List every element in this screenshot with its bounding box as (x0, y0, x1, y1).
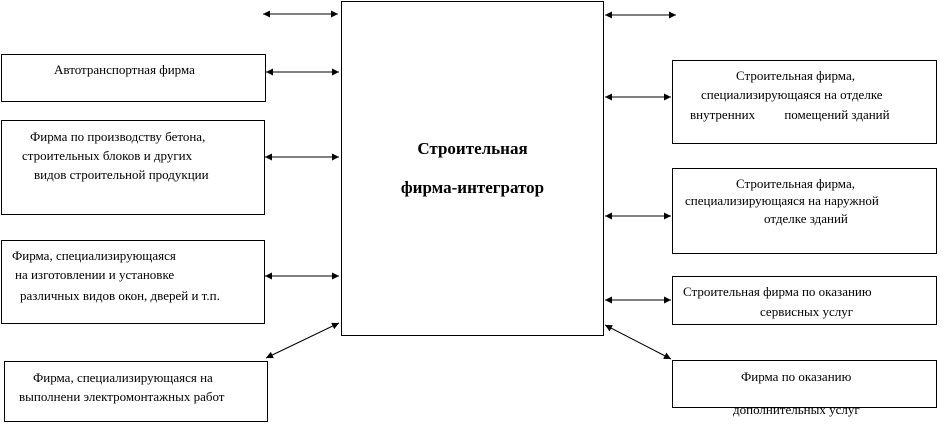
box-line: сервисных услуг (760, 304, 854, 319)
box-line: Строительная фирма, (736, 68, 855, 83)
box-additional-services-firm: Фирма по оказанию дополнительных услуг (672, 360, 937, 417)
box-line: специализирующаяся на отделке (701, 87, 883, 102)
box-concrete-firm: Фирма по производству бетона, строительн… (1, 120, 265, 215)
box-service-firm: Строительная фирма по оказанию сервисных… (672, 276, 937, 325)
box-line: Фирма, специализирующаяся (12, 248, 176, 263)
box-line: Фирма по оказанию (741, 369, 852, 384)
box-line: видов строительной продукции (34, 167, 209, 182)
box-line: Строительная фирма, (736, 176, 855, 191)
box-windows-doors-firm: Фирма, специализирующаяся на изготовлени… (1, 240, 265, 324)
box-transport-firm: Автотранспортная фирма (1, 54, 266, 102)
center-title-line1: Строительная (417, 139, 528, 158)
box-line: Фирма, специализирующаяся на (33, 370, 213, 385)
box-line: Автотранспортная фирма (54, 62, 195, 77)
box-line: отделке зданий (764, 211, 848, 226)
box-interior-finishing-firm: Строительная фирма, специализирующаяся н… (672, 60, 937, 144)
box-line: строительных блоков и других (22, 148, 193, 163)
box-line: Фирма по производству бетона, (30, 129, 206, 144)
arrow-right-4 (604, 324, 672, 360)
box-line: специализирующаяся на наружной (685, 193, 879, 208)
arrow-left-4 (265, 322, 340, 359)
box-line: различных видов окон, дверей и т.п. (20, 288, 220, 303)
center-box: Строительная фирма-интегратор (341, 1, 604, 336)
box-line: Строительная фирма по оказанию (683, 284, 872, 299)
box-line: выполнени электромонтажных работ (19, 389, 225, 404)
box-line: на изготовлении и установке (15, 267, 175, 282)
center-title-line2: фирма-интегратор (400, 178, 545, 197)
box-electrical-firm: Фирма, специализирующаяся на выполнени э… (4, 361, 268, 422)
box-exterior-finishing-firm: Строительная фирма, специализирующаяся н… (672, 168, 937, 254)
box-line: дополнительных услуг (733, 402, 860, 417)
box-line: внутренних помещений зданий (690, 107, 890, 122)
